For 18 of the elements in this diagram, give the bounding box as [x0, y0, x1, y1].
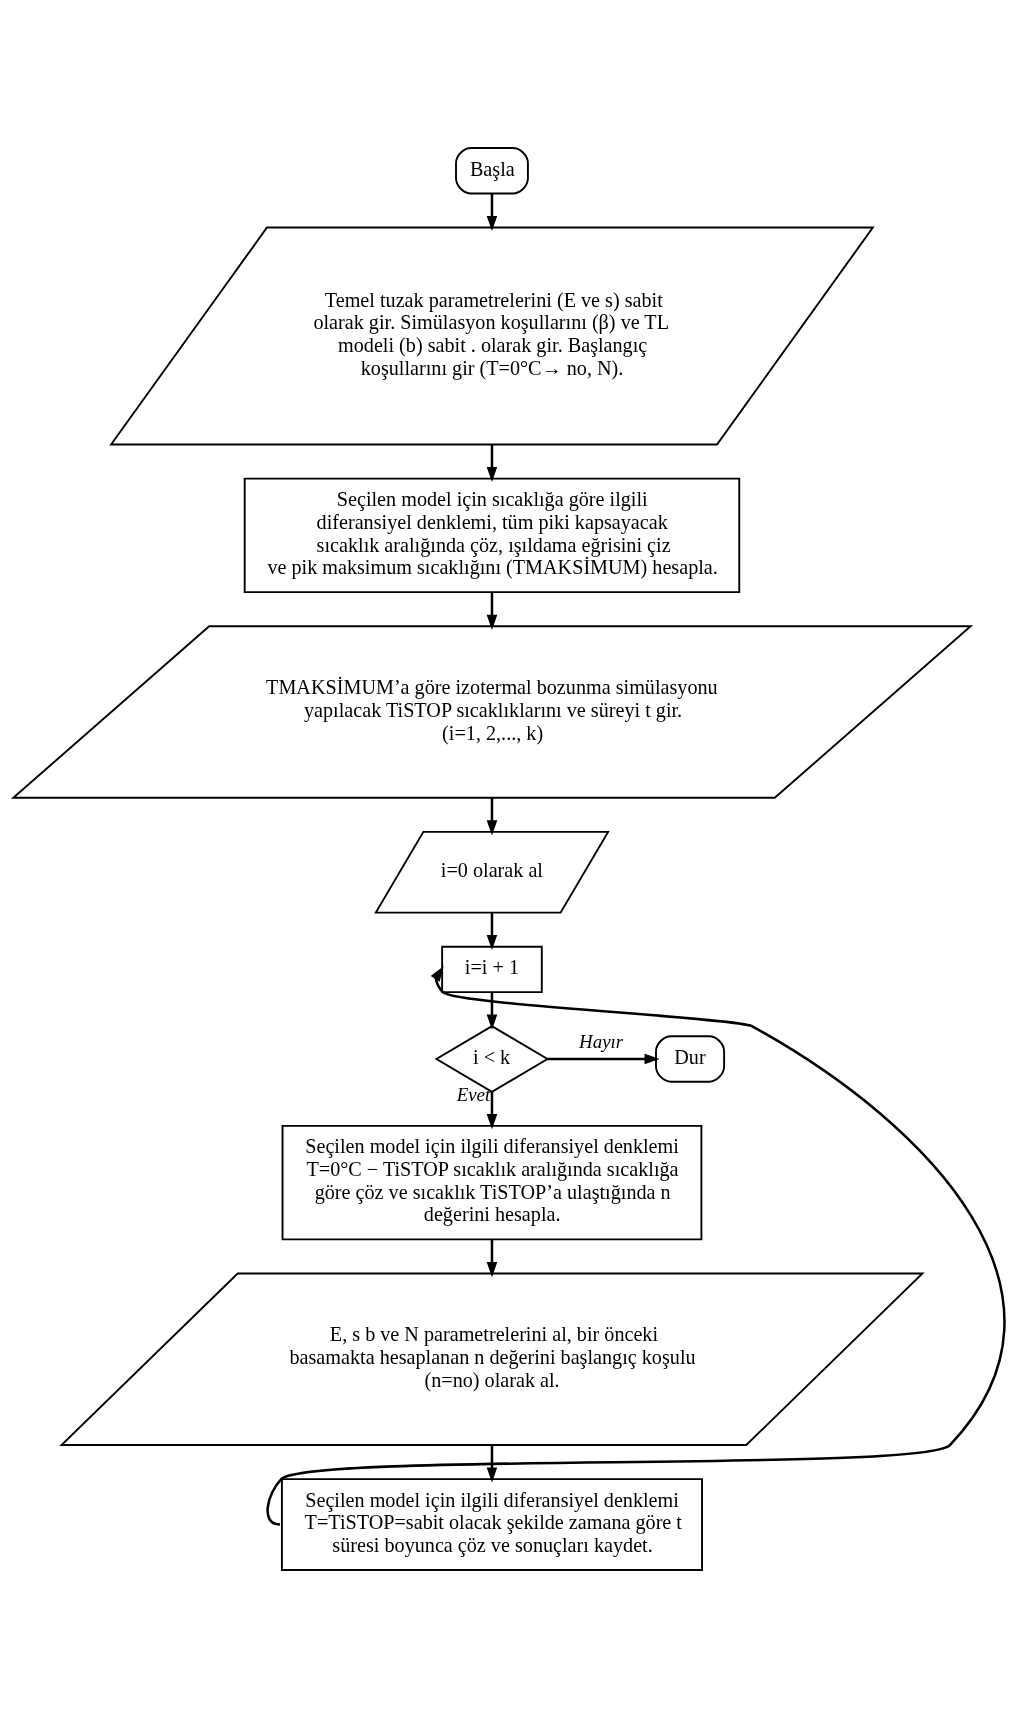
node-box: Seçilen model için sıcaklığa göre ilgili diferansiyel denklemi, tüm piki kapsayacak sıcaklık aralığında çöz, ışıldama eğrisini çiz ve pik maksimum sıcaklığını (TMAKSİMUM) hesapla. — [243, 477, 741, 593]
edge-label: Hayır — [579, 1030, 624, 1052]
node-box: i=i + 1 — [441, 945, 543, 993]
arrow — [486, 797, 498, 835]
arrow — [486, 991, 498, 1030]
arrow — [547, 1053, 660, 1064]
arrow — [266, 965, 1006, 1525]
arrow — [486, 1444, 498, 1483]
node-box: Seçilen model için ilgili diferansiyel denklemi T=0°C − TiSTOP sıcaklık aralığında sıcaklığa göre çöz ve sıcaklık TiSTOP’a ulaştığında n değerini hesapla. — [281, 1124, 703, 1240]
arrow — [486, 444, 498, 482]
node-box: Seçilen model için ilgili diferansiyel denklemi T=TiSTOP=sabit olacak şekilde zamana göre t süresi boyunca çöz ve sonuçları kaydet. — [280, 1477, 703, 1571]
arrow — [486, 1091, 498, 1129]
node-box: Dur — [655, 1034, 726, 1083]
arrow — [486, 193, 498, 231]
arrow — [486, 1238, 498, 1277]
node-box: Başla — [455, 146, 529, 194]
arrow — [486, 591, 498, 630]
arrow — [486, 912, 498, 950]
